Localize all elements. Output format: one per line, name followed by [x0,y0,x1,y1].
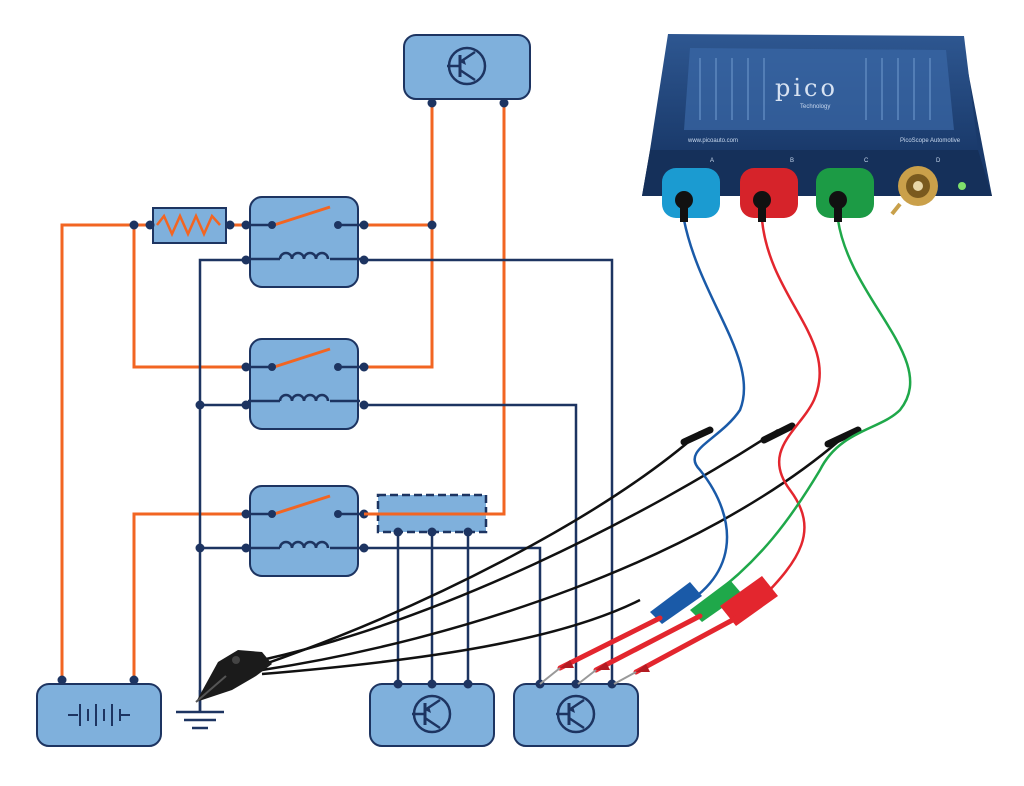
ground-icon [176,690,224,730]
connector-block [364,493,500,537]
status-led-icon [958,182,966,190]
channel-a-label: A [710,158,714,164]
probe-handles [539,576,778,685]
relay-1 [241,195,369,289]
channel-d-label: D [936,158,941,164]
junction-dots [195,220,437,553]
channel-b-connector[interactable] [740,168,798,222]
transistor-bottom-right [513,679,639,747]
scope-model: PicoScope Automotive [900,138,961,144]
signal-wires [198,258,614,712]
channel-a-connector[interactable] [662,168,720,222]
transistor-bottom-left [369,679,495,747]
relay-icon [246,195,362,289]
probe-leads [261,219,912,676]
relay-icon [246,484,362,578]
resistor-icon [156,212,221,238]
pico-logo: pico [775,74,838,102]
resistor [129,207,235,244]
channel-b-label: B [790,158,794,164]
channel-c-label: C [864,158,869,164]
relay-3 [241,484,369,578]
picoscope-device: pico Technology www.picoauto.com PicoSco… [642,34,992,196]
scope-url: www.picoauto.com [687,138,738,144]
relay-2 [241,337,369,431]
battery [36,675,162,747]
battery-icon [68,704,130,726]
pico-tagline: Technology [800,104,830,110]
ground-clip-icon [195,650,272,703]
relay-icon [246,337,362,431]
channel-c-connector[interactable] [816,168,874,222]
channel-d-connector[interactable] [890,166,938,216]
transistor-top [403,34,531,108]
